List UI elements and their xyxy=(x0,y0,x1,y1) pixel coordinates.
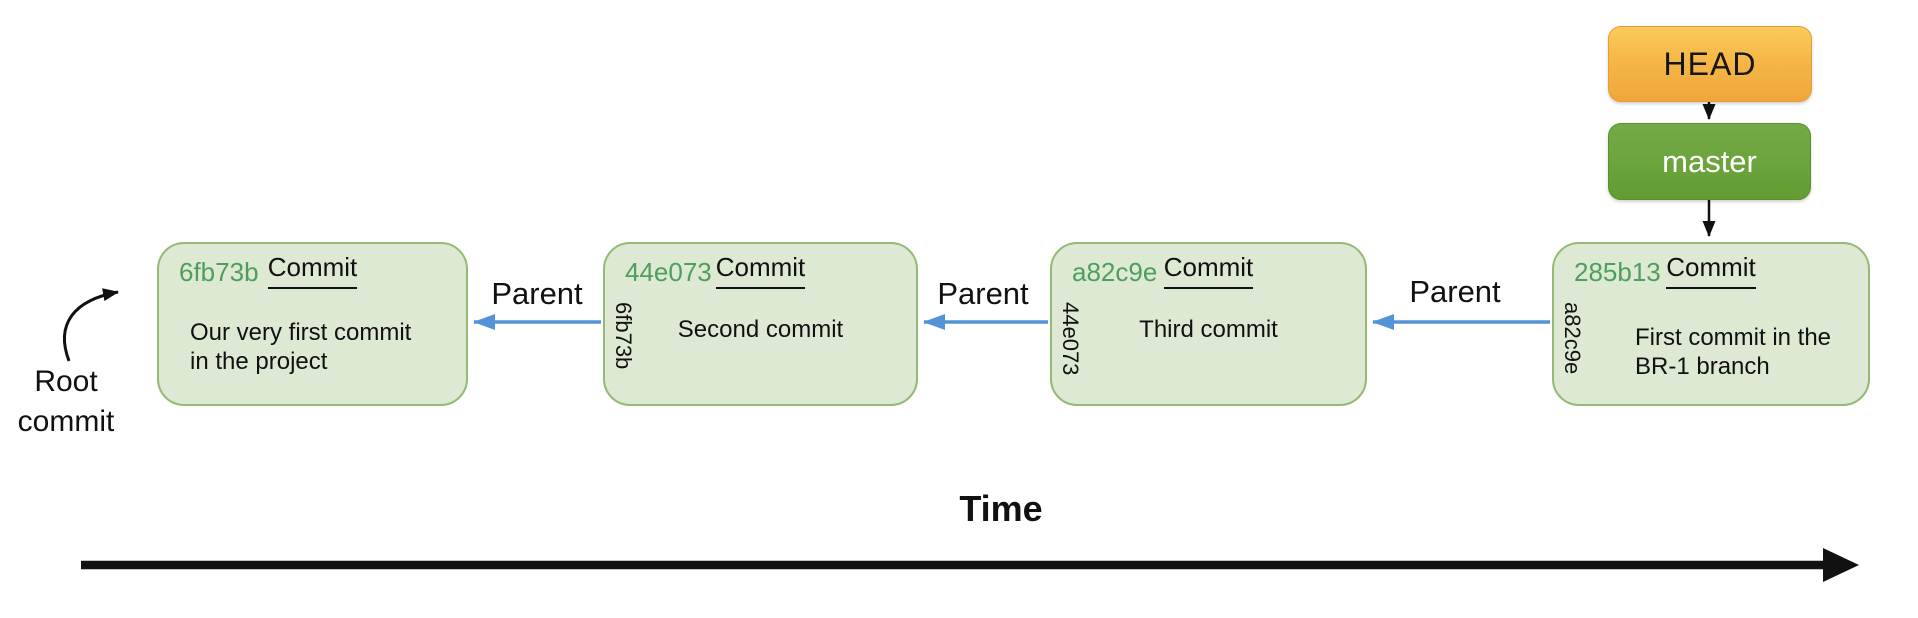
head-pointer-box: HEAD xyxy=(1608,26,1812,102)
commit-title-wrap: Commit xyxy=(1554,252,1868,289)
time-axis-label: Time xyxy=(959,488,1043,529)
parent-hash-vertical: 6fb73b xyxy=(611,302,636,370)
commit-box-6fb73b: 6fb73b Commit Our very first commit in t… xyxy=(157,242,468,406)
commit-message-line: in the project xyxy=(190,348,328,375)
parent-arrow-label-3: Parent xyxy=(1409,274,1501,309)
commit-title-wrap: Commit xyxy=(605,252,916,289)
commit-title-label: Commit xyxy=(715,252,806,289)
commit-title-wrap: Commit xyxy=(159,252,466,289)
commit-message: Third commit xyxy=(1052,315,1365,344)
commit-message-line: Second commit xyxy=(677,316,844,343)
commit-hash: 44e073 xyxy=(625,257,712,287)
parent-arrow-label-1: Parent xyxy=(491,276,583,311)
commit-title-label: Commit xyxy=(1163,252,1254,289)
commit-box-a82c9e: a82c9e Commit 44e073 Third commit xyxy=(1050,242,1367,406)
commit-box-285b13: 285b13 Commit a82c9e First commit in the… xyxy=(1552,242,1870,406)
head-pointer-label: HEAD xyxy=(1663,45,1757,82)
commit-hash: 6fb73b xyxy=(179,257,259,287)
root-commit-annotation-line: Root xyxy=(34,365,98,398)
commit-title-wrap: Commit xyxy=(1052,252,1365,289)
commit-message-line: First commit in the xyxy=(1635,324,1832,351)
commit-title-label: Commit xyxy=(1666,252,1756,289)
commit-message-line: Our very first commit xyxy=(190,319,412,346)
master-branch-label: master xyxy=(1662,143,1757,179)
commit-title-label: Commit xyxy=(267,252,358,289)
root-commit-annotation-line: commit xyxy=(17,405,115,438)
commit-message-line: BR-1 branch xyxy=(1635,353,1770,380)
commit-message: First commit in the BR-1 branch xyxy=(1635,323,1831,381)
parent-arrow-label-2: Parent xyxy=(937,276,1029,311)
commit-box-44e073: 44e073 Commit 6fb73b Second commit xyxy=(603,242,918,406)
root-commit-annotation: Root commit xyxy=(9,362,123,442)
root-commit-arrow xyxy=(63,288,119,362)
master-branch-box: master xyxy=(1608,123,1811,200)
parent-hash-vertical: a82c9e xyxy=(1560,302,1585,375)
commit-hash: 285b13 xyxy=(1574,257,1661,287)
time-axis-arrowhead xyxy=(1823,548,1859,582)
commit-hash: a82c9e xyxy=(1072,257,1158,287)
commit-message: Second commit xyxy=(605,315,916,344)
commit-message: Our very first commit in the project xyxy=(190,318,411,376)
commit-message-line: Third commit xyxy=(1139,316,1278,343)
parent-hash-vertical: 44e073 xyxy=(1058,302,1083,376)
